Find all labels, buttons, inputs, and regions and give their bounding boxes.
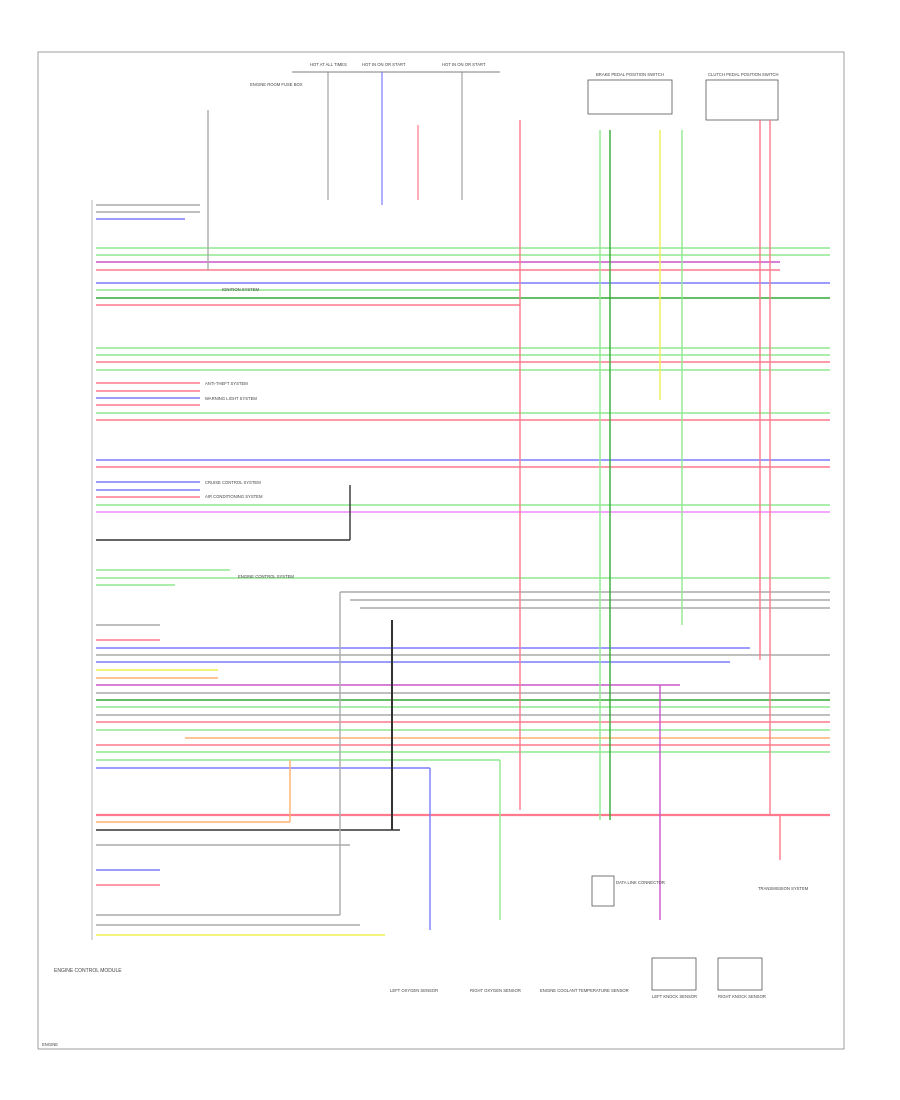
clutch-switch: CLUTCH PEDAL POSITION SWITCH [705,72,779,121]
svg-text:RIGHT OXYGEN SENSOR: RIGHT OXYGEN SENSOR [470,988,521,993]
right-knock-sensor: RIGHT KNOCK SENSOR [717,957,766,999]
brake-switch-label: BRAKE PEDAL POSITION SWITCH [596,72,664,77]
ect-sensor: ENGINE COOLANT TEMPERATURE SENSOR [540,988,629,993]
left-fuse-note: ENGINE ROOM FUSE BOX [250,82,303,87]
svg-text:TRANSMISSION SYSTEM: TRANSMISSION SYSTEM [758,886,809,891]
left-knock-sensor: LEFT KNOCK SENSOR [651,957,697,999]
page-id: ENGINE [42,1042,58,1047]
svg-text:ENGINE COOLANT TEMPERATURE SEN: ENGINE COOLANT TEMPERATURE SENSOR [540,988,629,993]
top-fuse-label-1: HOT AT ALL TIMES [310,62,347,67]
clutch-switch-label: CLUTCH PEDAL POSITION SWITCH [708,72,779,77]
svg-text:LEFT KNOCK SENSOR: LEFT KNOCK SENSOR [652,994,697,999]
ignition-system-label: IGNITION SYSTEM [222,287,260,292]
vertical-wires [207,110,781,930]
svg-text:DATA LINK CONNECTOR: DATA LINK CONNECTOR [616,880,665,885]
anti-theft-label: ANTI-THEFT SYSTEM [205,381,248,386]
wire-bundle [96,204,830,936]
warning-light-label: WARNING LIGHT SYSTEM [205,396,257,401]
data-link-connector: DATA LINK CONNECTOR [591,875,665,907]
svg-text:LEFT OXYGEN SENSOR: LEFT OXYGEN SENSOR [390,988,438,993]
fuse-block-top: HOT AT ALL TIMES HOT IN ON OR START HOT … [250,62,500,205]
diagram-frame [37,51,845,1050]
left-o2-sensor: LEFT OXYGEN SENSOR [390,988,438,993]
svg-text:RIGHT KNOCK SENSOR: RIGHT KNOCK SENSOR [718,994,766,999]
top-fuse-label-2: HOT IN ON OR START [362,62,406,67]
top-fuse-label-3: HOT IN ON OR START [442,62,486,67]
engine-control-label: ENGINE CONTROL SYSTEM [238,574,294,579]
transmission-system: TRANSMISSION SYSTEM [758,886,809,891]
a-c-system-label: AIR CONDITIONING SYSTEM [205,494,263,499]
ecm-label: ENGINE CONTROL MODULE [54,968,122,974]
cruise-control-label: CRUISE CONTROL SYSTEM [205,480,261,485]
right-o2-sensor: RIGHT OXYGEN SENSOR [470,988,521,993]
brake-switch: BRAKE PEDAL POSITION SWITCH [587,72,673,115]
